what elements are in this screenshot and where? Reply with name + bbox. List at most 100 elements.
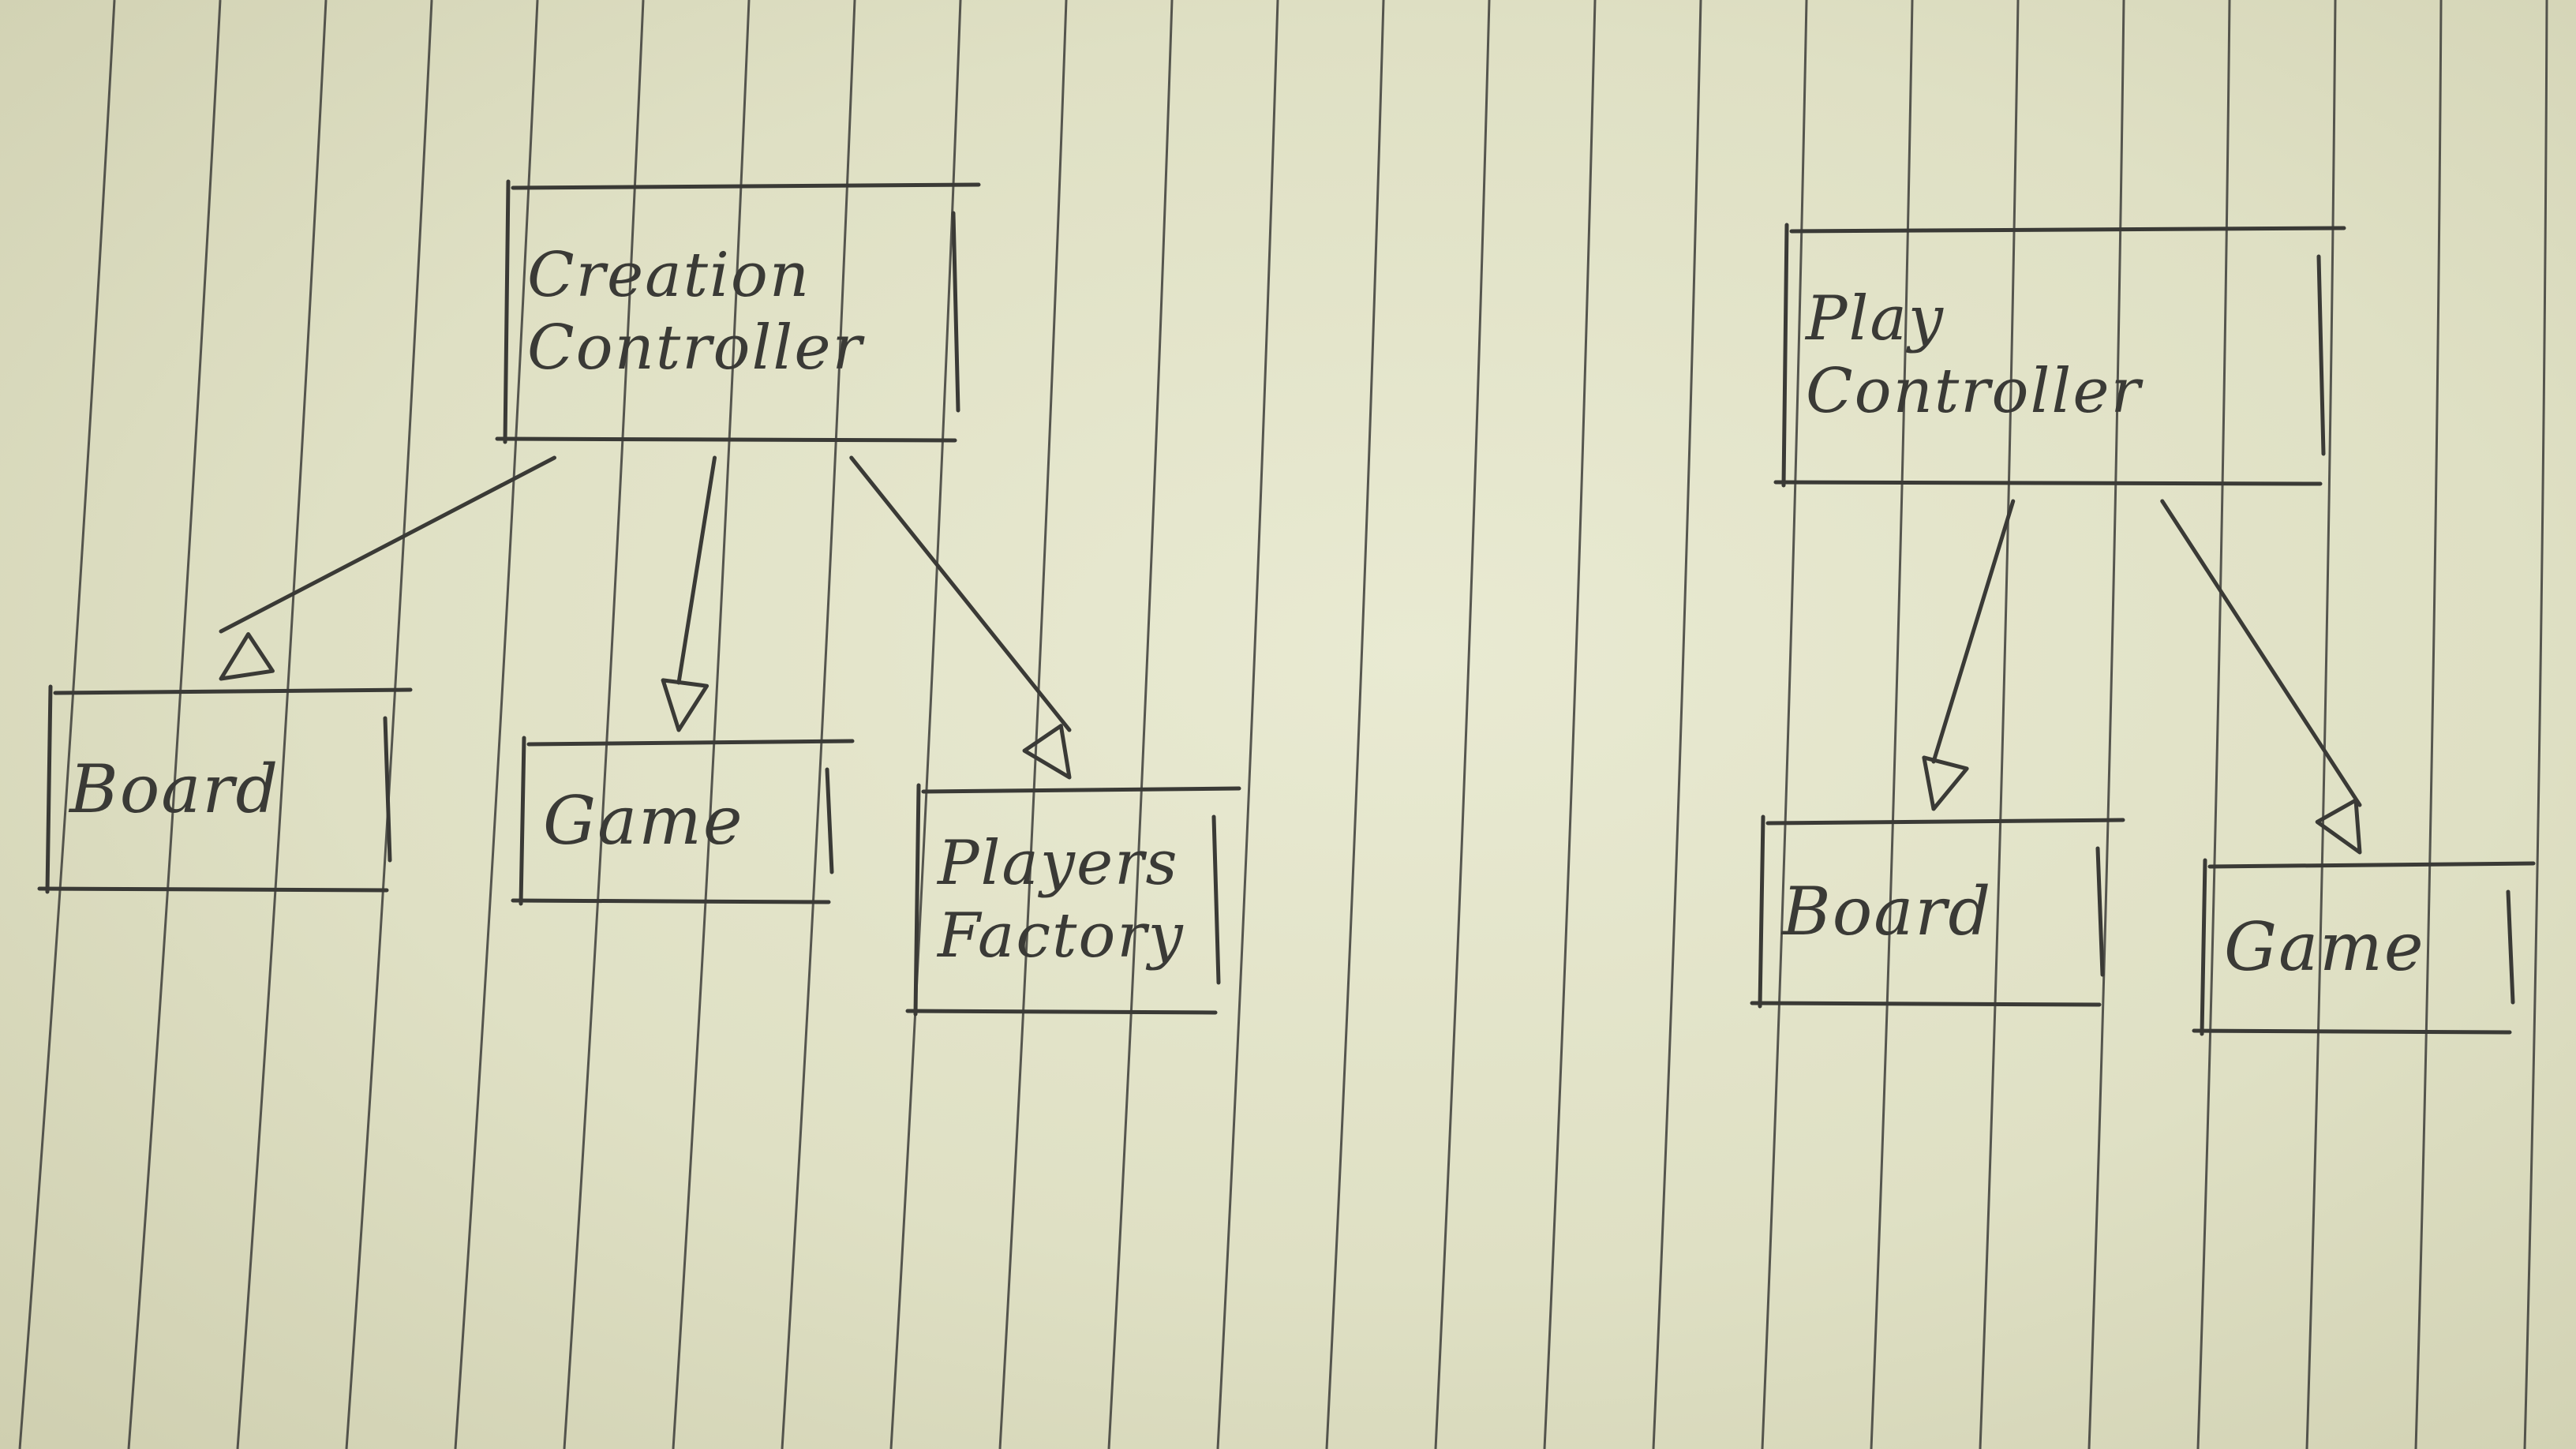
- game-right-label: Game: [2202, 860, 2518, 1034]
- box-outline: [1750, 814, 2125, 1009]
- box-stroke: [905, 1009, 1218, 1015]
- edge-line: [849, 455, 1072, 732]
- board-left-label-line-1: Board: [69, 751, 280, 828]
- ruled-line: [1870, 0, 1914, 1449]
- game-right-box: Game: [2192, 858, 2536, 1036]
- box-stroke: [503, 179, 511, 444]
- box-stroke: [383, 716, 392, 863]
- box-stroke: [2095, 846, 2105, 977]
- box-outline: [495, 179, 981, 444]
- box-stroke: [45, 684, 53, 894]
- box-stroke: [1789, 226, 2346, 234]
- creation-controller-label-line-1: Creation: [527, 240, 811, 311]
- ruled-line: [1325, 0, 1385, 1449]
- ruled-line: [454, 0, 539, 1449]
- box-stroke: [825, 767, 834, 874]
- arrowhead-triangle: [661, 678, 710, 732]
- players-factory-label-line-2: Factory: [938, 900, 1185, 972]
- box-stroke: [511, 182, 981, 190]
- game-right-label-line-1: Game: [2224, 908, 2425, 986]
- game-left-label: Game: [521, 738, 837, 904]
- ruled-line: [998, 0, 1068, 1449]
- ruled-line: [236, 0, 328, 1449]
- ruled-line: [2305, 0, 2337, 1449]
- arrowhead-triangle: [1922, 755, 1969, 811]
- box-outline: [905, 783, 1241, 1017]
- box-stroke: [519, 736, 526, 906]
- board-right-box: Board: [1750, 814, 2125, 1009]
- box-stroke: [511, 898, 831, 904]
- play-controller-label: Play Controller: [1784, 225, 2328, 485]
- box-stroke: [951, 211, 960, 413]
- players-factory-label-line-1: Players: [938, 828, 1179, 899]
- box-outline: [37, 684, 413, 894]
- game-left-label-line-1: Game: [543, 782, 744, 859]
- box-stroke: [2200, 858, 2207, 1036]
- edge-creation_controller-to-game_left: [661, 455, 717, 732]
- board-left-box: Board: [37, 684, 413, 894]
- arrowhead-triangle: [2315, 798, 2362, 855]
- box-stroke: [37, 886, 389, 893]
- box-stroke: [913, 783, 921, 1017]
- creation-controller-box: Creation Controller: [495, 179, 981, 444]
- ruled-line: [345, 0, 433, 1449]
- play-controller-box: Play Controller: [1773, 223, 2346, 488]
- box-outline: [2192, 858, 2536, 1036]
- ruled-line: [563, 0, 645, 1449]
- arrowhead-triangle: [1022, 724, 1072, 780]
- board-left-label: Board: [47, 687, 395, 892]
- arrowhead-triangle: [219, 632, 275, 681]
- ruled-line: [1761, 0, 1808, 1449]
- edge-line: [676, 455, 717, 685]
- edge-line: [2160, 499, 2362, 807]
- players-factory-label: Players Factory: [915, 785, 1223, 1014]
- ruled-line: [1543, 0, 1597, 1449]
- box-stroke: [2207, 861, 2536, 869]
- box-stroke: [53, 687, 413, 695]
- box-stroke: [1750, 1001, 2102, 1007]
- ruled-line: [2414, 0, 2443, 1449]
- box-outline: [511, 736, 855, 906]
- box-stroke: [1765, 818, 2125, 826]
- board-right-label: Board: [1760, 817, 2107, 1006]
- box-stroke: [1211, 814, 1221, 985]
- edge-line: [1931, 499, 2016, 764]
- ruled-line: [781, 0, 856, 1449]
- ruled-line: [672, 0, 751, 1449]
- box-stroke: [1758, 814, 1765, 1009]
- creation-controller-label: Creation Controller: [505, 182, 963, 442]
- box-stroke: [1773, 480, 2323, 486]
- ruled-line: [1652, 0, 1702, 1449]
- ruled-line: [2196, 0, 2231, 1449]
- box-stroke: [2506, 889, 2515, 1005]
- edge-creation_controller-to-players_factory: [849, 455, 1072, 780]
- box-stroke: [2192, 1028, 2512, 1035]
- ruled-line: [1107, 0, 1174, 1449]
- ruled-line: [1434, 0, 1491, 1449]
- ruled-line: [2087, 0, 2125, 1449]
- box-stroke: [526, 739, 855, 747]
- box-stroke: [495, 436, 957, 443]
- box-outline: [1773, 223, 2346, 488]
- edge-creation_controller-to-board_left: [219, 455, 556, 681]
- ruled-line: [127, 0, 222, 1449]
- edge-play_controller-to-board_right: [1922, 499, 2016, 811]
- ruled-line: [2523, 0, 2548, 1449]
- game-left-box: Game: [511, 736, 855, 906]
- ruled-line: [1979, 0, 2020, 1449]
- play-controller-label-line-1: Play: [1806, 283, 1945, 354]
- creation-controller-label-line-2: Controller: [527, 313, 863, 384]
- ruled-line: [1216, 0, 1279, 1449]
- box-stroke: [921, 786, 1241, 794]
- play-controller-label-line-2: Controller: [1806, 356, 2142, 427]
- ruled-line: [18, 0, 116, 1449]
- board-right-label-line-1: Board: [1782, 873, 1993, 950]
- edge-play_controller-to-game_right: [2160, 499, 2362, 855]
- edge-line: [219, 455, 556, 634]
- players-factory-box: Players Factory: [905, 783, 1241, 1017]
- box-stroke: [2316, 254, 2326, 456]
- box-stroke: [1781, 223, 1789, 488]
